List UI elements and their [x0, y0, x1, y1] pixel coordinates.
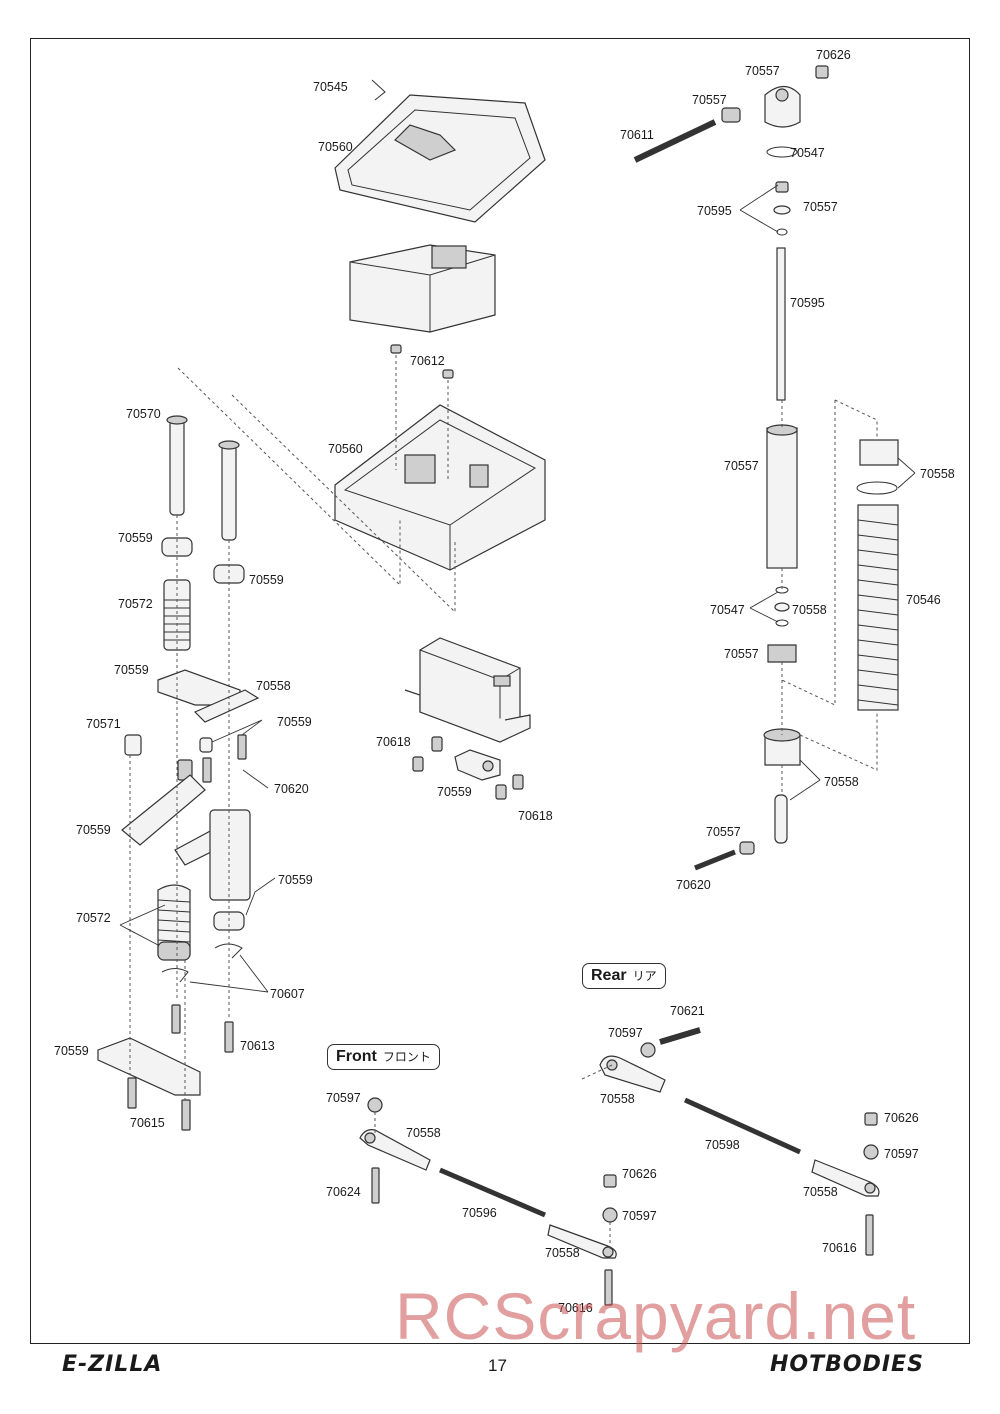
page-number: 17: [488, 1356, 507, 1375]
part-label: 70559: [114, 663, 149, 677]
rear-title: Rear: [591, 967, 627, 984]
part-label: 70570: [126, 407, 161, 421]
receiver-box-cover: [334, 79, 546, 223]
part-label: 70560: [318, 140, 353, 154]
part-label: 70559: [76, 823, 111, 837]
part-label: 70607: [270, 987, 305, 1001]
part-label: 70559: [437, 785, 472, 799]
part-label: 70545: [313, 80, 348, 94]
part-label: 70597: [622, 1209, 657, 1223]
part-label: 70611: [620, 128, 654, 142]
part-label: 70595: [790, 296, 825, 310]
part-label: 70558: [545, 1246, 580, 1260]
rear-subtitle: リア: [632, 969, 657, 983]
front-title: Front: [336, 1048, 377, 1065]
part-label: 70559: [118, 531, 153, 545]
part-label: 70560: [328, 442, 363, 456]
part-label: 70572: [76, 911, 111, 925]
part-label: 70558: [792, 603, 827, 617]
part-label: 70571: [86, 717, 121, 731]
part-label: 70621: [670, 1004, 705, 1018]
part-label: 70626: [884, 1111, 919, 1125]
part-labels: 70545 70560 70612 70560 70626 70557 7055…: [54, 48, 955, 1315]
receiver: [349, 244, 496, 333]
part-label: 70572: [118, 597, 153, 611]
part-label: 70557: [724, 647, 759, 661]
part-label: 70559: [54, 1044, 89, 1058]
part-label: 70613: [240, 1039, 275, 1053]
part-label: 70624: [326, 1185, 361, 1199]
part-label: 70558: [824, 775, 859, 789]
part-label: 70596: [462, 1206, 497, 1220]
part-label: 70558: [256, 679, 291, 693]
watermark: RCScrapyard.net: [395, 1279, 917, 1353]
part-label: 70559: [278, 873, 313, 887]
receiver-box-base: [334, 404, 546, 571]
steering-assembly: [97, 415, 260, 1131]
part-label: 70558: [920, 467, 955, 481]
part-label: 70557: [724, 459, 759, 473]
part-label: 70597: [608, 1026, 643, 1040]
part-label: 70557: [803, 200, 838, 214]
part-label: 70626: [816, 48, 851, 62]
hotbodies-logo: HOTBODIES: [770, 1352, 924, 1377]
part-label: 70557: [706, 825, 741, 839]
part-label: 70626: [622, 1167, 657, 1181]
part-label: 70598: [705, 1138, 740, 1152]
front-subtitle: フロント: [382, 1050, 431, 1064]
part-label: 70559: [277, 715, 312, 729]
screws-70612: [390, 344, 454, 480]
rear-tie-rod: [579, 1027, 880, 1256]
part-label: 70616: [558, 1301, 593, 1315]
part-label: 70616: [822, 1241, 857, 1255]
front-section-label: Front フロント: [327, 1044, 440, 1070]
part-label: 70558: [600, 1092, 635, 1106]
servo: [404, 637, 531, 800]
part-label: 70557: [745, 64, 780, 78]
part-label: 70618: [518, 809, 553, 823]
front-tie-rod: [359, 1097, 618, 1306]
part-label: 70546: [906, 593, 941, 607]
part-label: 70615: [130, 1116, 165, 1130]
part-label: 70558: [803, 1185, 838, 1199]
part-label: 70547: [710, 603, 745, 617]
part-label: 70558: [406, 1126, 441, 1140]
part-label: 70547: [790, 146, 825, 160]
leader-lines: [119, 184, 916, 993]
shock-assembly: [633, 65, 899, 871]
ezilla-logo: E-ZILLA: [62, 1352, 163, 1377]
part-label: 70597: [326, 1091, 361, 1105]
page-frame: [30, 38, 970, 1344]
part-label: 70620: [676, 878, 711, 892]
part-label: 70618: [376, 735, 411, 749]
part-label: 70595: [697, 204, 732, 218]
part-label: 70620: [274, 782, 309, 796]
part-label: 70557: [692, 93, 727, 107]
part-label: 70612: [410, 354, 445, 368]
rear-section-label: Rear リア: [582, 963, 666, 989]
part-label: 70597: [884, 1147, 919, 1161]
part-label: 70559: [249, 573, 284, 587]
